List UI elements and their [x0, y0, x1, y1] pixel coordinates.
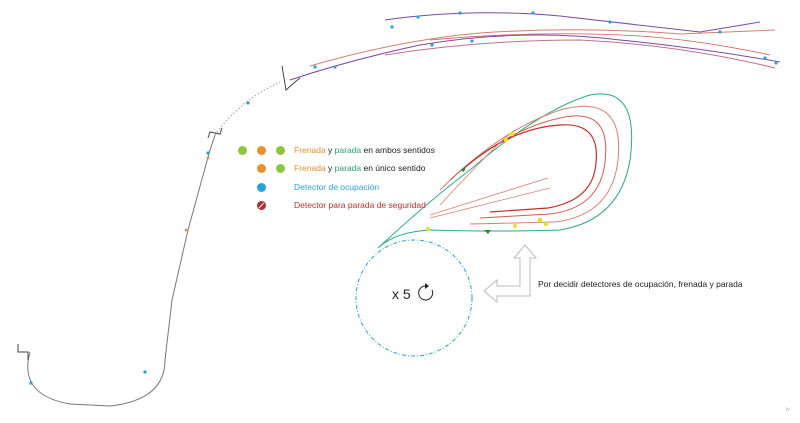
braking-dot-icon	[257, 163, 266, 173]
buffer-stop-bottom	[17, 344, 29, 360]
loop-branch-2	[429, 187, 551, 219]
rotation-icon	[418, 283, 434, 301]
loop-count-label: x 5	[392, 286, 411, 302]
yard-track-salmon-2	[384, 39, 776, 69]
callout-arrow	[483, 244, 538, 304]
dotted-track-section	[214, 81, 281, 136]
legend-row-occupancy: Detector de ocupación	[238, 179, 379, 195]
stop-dot-icon	[238, 145, 247, 155]
braking-dot-icon	[257, 145, 266, 155]
loop-stop-markers	[425, 131, 549, 232]
occupancy-detectors	[29, 11, 778, 385]
legend-row-single-direction: Frenada y parada en único sentido	[238, 160, 425, 176]
legend-row-both-directions: Frenada y parada en ambos sentidos	[238, 142, 435, 158]
yard-track-purple-top	[384, 12, 761, 33]
loop-green-outer	[377, 93, 633, 249]
buffer-stop-top	[281, 65, 301, 91]
stop-dot-icon	[276, 145, 285, 155]
loop-green-arrows	[460, 167, 491, 234]
loop-branch-1	[429, 177, 549, 216]
no-entry-icon	[257, 200, 266, 210]
main-track-line	[27, 134, 216, 407]
braking-detectors-small	[184, 156, 210, 232]
yard-track-salmon-1	[309, 29, 776, 67]
yard-track-purple-main	[289, 34, 781, 81]
occupancy-dot-icon	[257, 182, 266, 192]
legend-row-safety-stop: Detector para parada de seguridad	[238, 197, 426, 213]
repeat-loop-circle	[355, 239, 473, 357]
legend-braking-label: Frenada	[294, 145, 326, 155]
loop-red-1	[439, 105, 620, 225]
buffer-stop-mid	[207, 127, 223, 139]
yard-track-red-1	[429, 33, 771, 56]
legend-stop-label: parada	[334, 145, 362, 155]
watermark: fv	[786, 407, 790, 413]
stop-dot-icon	[276, 163, 285, 173]
pending-note: Por decidir detectores de ocupación, fre…	[538, 279, 743, 289]
